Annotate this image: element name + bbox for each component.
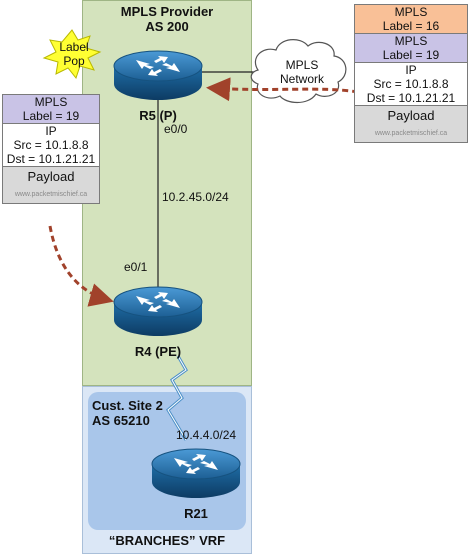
left-ip-title: IP: [45, 124, 57, 138]
left-mpls-header: MPLS Label = 19: [3, 95, 99, 124]
right-mpls1-title: MPLS: [394, 5, 428, 19]
provider-title-line1: MPLS Provider: [120, 4, 214, 19]
right-mpls2-title: MPLS: [394, 34, 428, 48]
arrow-into-r4: [48, 225, 114, 307]
packet-stack-left: MPLS Label = 19 IP Src = 10.1.8.8 Dst = …: [2, 94, 100, 204]
cloud-line1: MPLS: [285, 58, 319, 72]
router-r5-label: R5 (P): [139, 108, 177, 123]
vrf-label: “BRANCHES” VRF: [108, 533, 226, 548]
router-r4-label: R4 (PE): [134, 344, 182, 359]
cloud-text: MPLS Network: [268, 58, 336, 86]
r4-r21-subnet-label: 10.4.4.0/24: [176, 428, 237, 442]
mpls-cloud-icon: [250, 39, 347, 104]
label-pop-line2: Pop: [63, 54, 85, 68]
r5-r4-subnet-label: 10.2.45.0/24: [162, 190, 229, 204]
label-pop-text: Label Pop: [56, 40, 92, 68]
left-ip-dst: Dst = 10.1.21.21: [6, 152, 96, 166]
right-watermark: www.packetmischief.ca: [374, 130, 448, 137]
router-r5-icon: [113, 50, 203, 101]
router-r21-icon: [151, 448, 241, 499]
r4-interface-label: e0/1: [124, 260, 148, 274]
right-mpls2-label: Label = 19: [382, 48, 440, 62]
label-pop-line1: Label: [59, 40, 89, 54]
right-payload-text: Payload: [387, 108, 435, 123]
left-ip-header: IP Src = 10.1.8.8 Dst = 10.1.21.21: [3, 124, 99, 167]
arrow-into-r5: [206, 77, 359, 102]
left-payload: Payload www.packetmischief.ca: [3, 167, 99, 203]
right-payload: Payload www.packetmischief.ca: [355, 106, 467, 142]
provider-title: MPLS Provider AS 200: [82, 4, 252, 34]
site-line1: Cust. Site 2: [92, 398, 163, 413]
left-payload-text: Payload: [27, 169, 75, 184]
right-ip-header: IP Src = 10.1.8.8 Dst = 10.1.21.21: [355, 63, 467, 106]
site-line2: AS 65210: [92, 413, 150, 428]
left-mpls-label: Label = 19: [22, 109, 80, 123]
right-ip-src: Src = 10.1.8.8: [373, 77, 449, 91]
packet-stack-right: MPLS Label = 16 MPLS Label = 19 IP Src =…: [354, 4, 468, 143]
left-mpls-title: MPLS: [34, 95, 68, 109]
right-ip-dst: Dst = 10.1.21.21: [366, 91, 456, 105]
label-pop-starburst-icon: [42, 29, 102, 80]
serial-link-r4-r21-highlight: [167, 355, 187, 441]
right-ip-title: IP: [405, 63, 417, 77]
right-mpls-inner-header: MPLS Label = 19: [355, 34, 467, 63]
right-mpls1-label: Label = 16: [382, 19, 440, 33]
r5-interface-label: e0/0: [164, 122, 188, 136]
router-r4-icon: [113, 286, 203, 337]
router-r21-label: R21: [184, 506, 208, 521]
left-watermark: www.packetmischief.ca: [14, 191, 88, 198]
left-ip-src: Src = 10.1.8.8: [13, 138, 89, 152]
provider-title-line2: AS 200: [145, 19, 189, 34]
cloud-line2: Network: [279, 72, 324, 86]
site-title: Cust. Site 2 AS 65210: [92, 398, 163, 428]
right-mpls-outer-header: MPLS Label = 16: [355, 5, 467, 34]
